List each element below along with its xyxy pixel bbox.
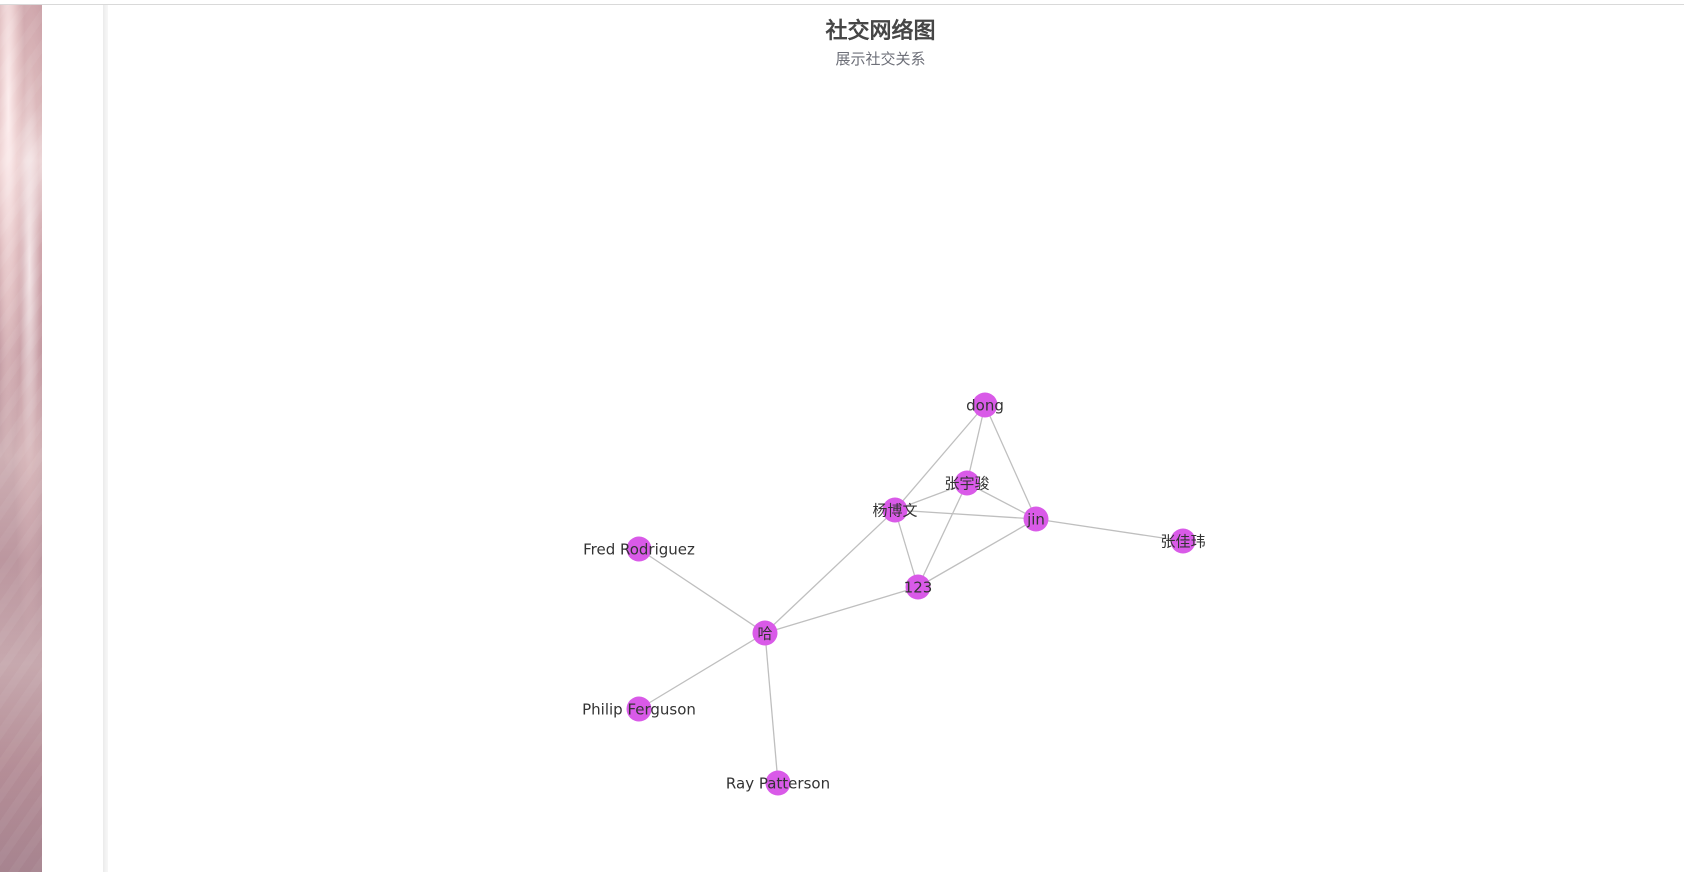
graph-node-fred[interactable]: Fred Rodriguez bbox=[583, 536, 695, 562]
graph-node-philip[interactable]: Philip Ferguson bbox=[582, 696, 696, 722]
graph-node-circle-ha[interactable] bbox=[752, 620, 778, 646]
graph-edge-dong-zhangyujun bbox=[966, 404, 986, 484]
graph-node-label-fred: Fred Rodriguez bbox=[583, 541, 695, 559]
graph-node-dong[interactable]: dong bbox=[966, 392, 1004, 418]
side-background-image bbox=[0, 5, 42, 872]
graph-node-label-dong: dong bbox=[966, 397, 1004, 415]
graph-node-circle-yangbowen[interactable] bbox=[882, 497, 908, 523]
graph-edge-yangbowen-ha bbox=[764, 509, 896, 634]
graph-edge-zhangyujun-yangbowen bbox=[894, 482, 968, 511]
panel-shadow bbox=[103, 5, 111, 872]
graph-node-zhangjiawei[interactable]: 张佳玮 bbox=[1160, 528, 1206, 554]
graph-node-circle-zhangyujun[interactable] bbox=[954, 470, 980, 496]
graph-edge-dong-jin bbox=[984, 404, 1037, 520]
graph-edge-ha-fred bbox=[638, 548, 766, 634]
graph-node-label-ha: 哈 bbox=[757, 625, 772, 643]
graph-node-circle-fred[interactable] bbox=[626, 536, 652, 562]
graph-node-ha[interactable]: 哈 bbox=[752, 620, 778, 646]
left-gap bbox=[42, 5, 103, 872]
graph-node-circle-n123[interactable] bbox=[905, 574, 931, 600]
graph-node-circle-philip[interactable] bbox=[626, 696, 652, 722]
graph-edge-zhangyujun-n123 bbox=[917, 482, 968, 588]
graph-node-label-jin: jin bbox=[1026, 511, 1045, 529]
graph-node-circle-jin[interactable] bbox=[1023, 506, 1049, 532]
graph-edge-jin-zhangjiawei bbox=[1035, 518, 1184, 542]
graph-edge-ha-ray bbox=[764, 632, 779, 784]
graph-node-label-yangbowen: 杨博文 bbox=[872, 502, 917, 520]
graph-node-zhangyujun[interactable]: 张宇骏 bbox=[944, 470, 990, 496]
graph-edge-yangbowen-jin bbox=[894, 509, 1037, 520]
chart-area: 社交网络图 展示社交关系 bbox=[108, 5, 1684, 872]
graph-node-circle-zhangjiawei[interactable] bbox=[1170, 528, 1196, 554]
graph-edge-ha-philip bbox=[638, 632, 766, 710]
graph-node-label-philip: Philip Ferguson bbox=[582, 701, 696, 719]
graph-node-circle-dong[interactable] bbox=[972, 392, 998, 418]
graph-edge-n123-ha bbox=[764, 586, 919, 634]
graph-node-ray[interactable]: Ray Patterson bbox=[726, 770, 830, 796]
graph-edge-jin-n123 bbox=[917, 518, 1037, 588]
edges-group bbox=[638, 404, 1184, 784]
graph-edge-zhangyujun-jin bbox=[966, 482, 1037, 520]
top-border bbox=[0, 4, 1684, 5]
graph-node-label-zhangjiawei: 张佳玮 bbox=[1160, 533, 1205, 551]
graph-edge-dong-yangbowen bbox=[894, 404, 986, 511]
graph-node-label-n123: 123 bbox=[904, 579, 933, 597]
graph-node-label-ray: Ray Patterson bbox=[726, 775, 830, 793]
graph-node-jin[interactable]: jin bbox=[1023, 506, 1049, 532]
chart-subtitle: 展示社交关系 bbox=[835, 50, 926, 68]
graph-node-label-zhangyujun: 张宇骏 bbox=[944, 475, 989, 493]
graph-edge-yangbowen-n123 bbox=[894, 509, 919, 588]
chart-title: 社交网络图 bbox=[825, 19, 936, 44]
graph-node-yangbowen[interactable]: 杨博文 bbox=[872, 497, 918, 523]
graph-node-n123[interactable]: 123 bbox=[904, 574, 933, 600]
graph-node-circle-ray[interactable] bbox=[765, 770, 791, 796]
